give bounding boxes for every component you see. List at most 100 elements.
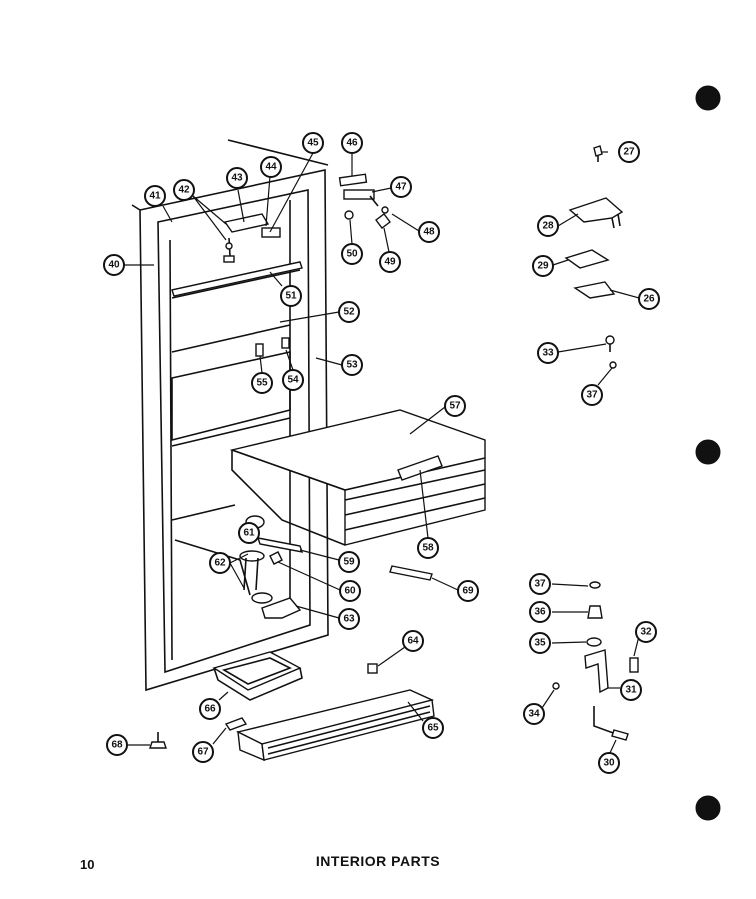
svg-text:37: 37 [586, 390, 598, 401]
callout-36: 36 [529, 601, 551, 623]
callout-40: 40 [103, 254, 125, 276]
callout-45: 45 [302, 132, 324, 154]
svg-text:53: 53 [346, 360, 358, 371]
svg-text:34: 34 [528, 709, 540, 720]
crisper-drawer [229, 409, 486, 546]
svg-text:43: 43 [231, 173, 243, 184]
svg-text:69: 69 [462, 586, 474, 597]
callout-43: 43 [226, 167, 248, 189]
leveling-leg [149, 732, 167, 749]
callout-47: 47 [390, 176, 412, 198]
svg-text:50: 50 [346, 249, 358, 260]
svg-text:46: 46 [346, 138, 358, 149]
callout-32: 32 [635, 621, 657, 643]
binder-hole-top [695, 85, 721, 111]
page-number: 10 [80, 857, 95, 872]
callout-35: 35 [529, 632, 551, 654]
binder-hole-middle [695, 439, 721, 465]
svg-text:26: 26 [643, 294, 655, 305]
callout-30: 30 [598, 752, 620, 774]
svg-text:55: 55 [256, 378, 268, 389]
hinge-parts [338, 173, 391, 229]
svg-text:33: 33 [542, 348, 554, 359]
svg-text:52: 52 [343, 307, 355, 318]
svg-text:59: 59 [343, 557, 355, 568]
shelf-rails [171, 261, 303, 596]
toe-grille [235, 689, 435, 762]
callout-53: 53 [341, 354, 363, 376]
callout-37-lower: 37 [529, 573, 551, 595]
callout-52: 52 [338, 301, 360, 323]
svg-text:57: 57 [449, 401, 461, 412]
svg-text:30: 30 [603, 758, 615, 769]
svg-text:61: 61 [243, 528, 255, 539]
pins-54-55 [255, 337, 290, 357]
callout-65: 65 [422, 717, 444, 739]
svg-text:54: 54 [287, 375, 299, 386]
callout-49: 49 [379, 251, 401, 273]
leader-lines [123, 151, 640, 756]
callout-37-upper: 37 [581, 384, 603, 406]
svg-text:67: 67 [197, 747, 209, 758]
callout-68: 68 [106, 734, 128, 756]
callout-26: 26 [638, 288, 660, 310]
page-title: INTERIOR PARTS [315, 853, 441, 869]
callout-50: 50 [341, 243, 363, 265]
right-side-parts [552, 145, 639, 741]
svg-text:28: 28 [542, 221, 554, 232]
svg-text:45: 45 [307, 138, 319, 149]
callout-29: 29 [532, 255, 554, 277]
callout-51: 51 [280, 285, 302, 307]
svg-text:29: 29 [537, 261, 549, 272]
svg-text:27: 27 [623, 147, 635, 158]
drip-tray [212, 651, 303, 701]
callout-31: 31 [620, 679, 642, 701]
svg-text:68: 68 [111, 740, 123, 751]
svg-text:65: 65 [427, 723, 439, 734]
callout-27: 27 [618, 141, 640, 163]
callout-41: 41 [144, 185, 166, 207]
callout-34: 34 [523, 703, 545, 725]
callout-57: 57 [444, 395, 466, 417]
svg-text:66: 66 [204, 704, 216, 715]
callout-33: 33 [537, 342, 559, 364]
callout-67: 67 [192, 741, 214, 763]
svg-text:31: 31 [625, 685, 637, 696]
trim-strip [389, 565, 433, 581]
callout-42: 42 [173, 179, 195, 201]
callout-69: 69 [457, 580, 479, 602]
svg-text:47: 47 [395, 182, 407, 193]
svg-text:40: 40 [108, 260, 120, 271]
svg-text:36: 36 [534, 607, 546, 618]
svg-text:49: 49 [384, 257, 396, 268]
svg-text:35: 35 [534, 638, 546, 649]
callout-48: 48 [418, 221, 440, 243]
callout-63: 63 [338, 608, 360, 630]
svg-text:48: 48 [423, 227, 435, 238]
callout-66: 66 [199, 698, 221, 720]
svg-text:44: 44 [265, 162, 277, 173]
svg-text:42: 42 [178, 185, 190, 196]
svg-text:64: 64 [407, 636, 419, 647]
svg-text:62: 62 [214, 558, 226, 569]
svg-text:60: 60 [344, 586, 356, 597]
callout-46: 46 [341, 132, 363, 154]
top-components [223, 213, 281, 263]
svg-text:51: 51 [285, 291, 297, 302]
svg-text:63: 63 [343, 614, 355, 625]
callout-54: 54 [282, 369, 304, 391]
callout-28: 28 [537, 215, 559, 237]
svg-text:58: 58 [422, 543, 434, 554]
callout-44: 44 [260, 156, 282, 178]
binder-hole-bottom [695, 795, 721, 821]
callout-55: 55 [251, 372, 273, 394]
callout-62: 62 [209, 552, 231, 574]
callout-61: 61 [238, 522, 260, 544]
callout-60: 60 [339, 580, 361, 602]
svg-text:37: 37 [534, 579, 546, 590]
callout-58: 58 [417, 537, 439, 559]
svg-text:32: 32 [640, 627, 652, 638]
callout-59: 59 [338, 551, 360, 573]
callout-64: 64 [402, 630, 424, 652]
